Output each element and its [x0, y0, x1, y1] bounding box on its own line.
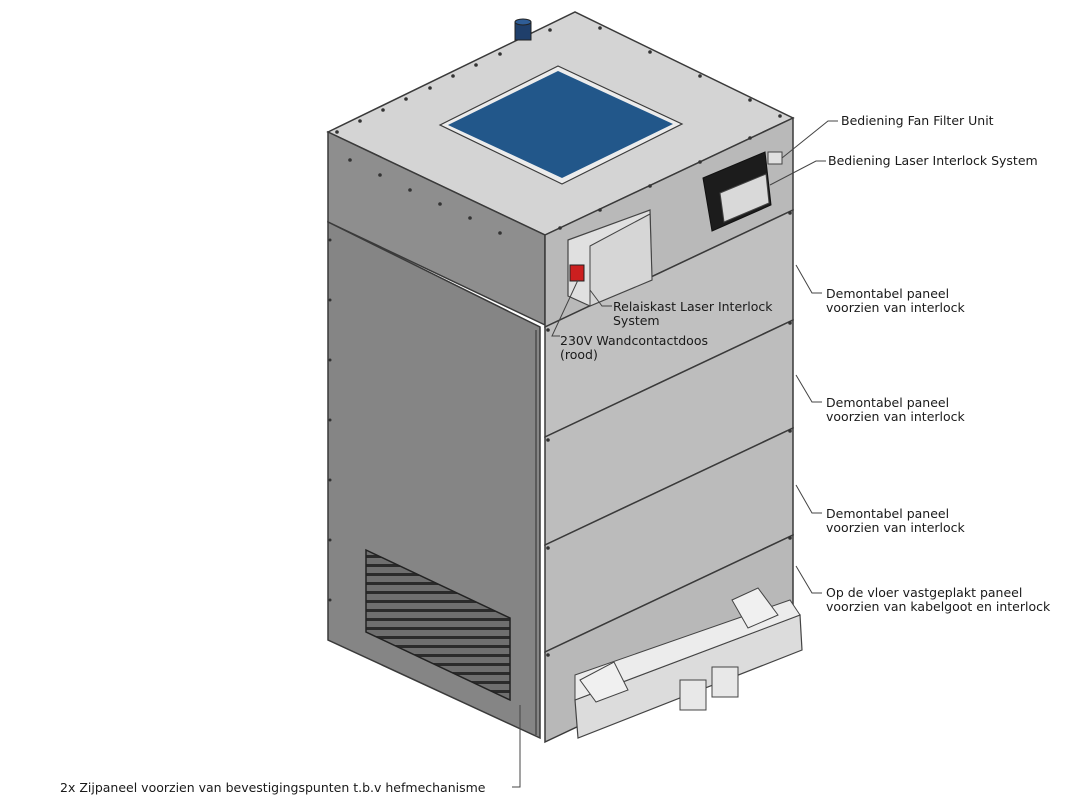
side-ventilation-grill	[365, 548, 511, 702]
label-line: voorzien van interlock	[826, 409, 965, 424]
cable-duct-cover-left	[579, 661, 629, 703]
label-line: voorzien van kabelgoot en interlock	[826, 599, 1051, 614]
fan-filter-blue	[448, 71, 673, 178]
label-line: Demontabel paneel	[826, 286, 950, 301]
label-line: Bediening Fan Filter Unit	[841, 113, 994, 128]
red-wall-socket	[569, 264, 585, 282]
label-line: Demontabel paneel	[826, 395, 950, 410]
label-floor-panel: Op de vloer vastgeplakt paneel voorzien …	[826, 586, 1050, 614]
label-line: voorzien van interlock	[826, 300, 965, 315]
fan-filter-control	[767, 151, 783, 165]
label-panel-3: Demontabel paneel voorzien van interlock	[826, 507, 965, 535]
label-side-panel: 2x Zijpaneel voorzien van bevestigingspu…	[60, 781, 486, 795]
leader-lines	[512, 120, 838, 788]
label-line: Bediening Laser Interlock System	[828, 153, 1038, 168]
label-panel-2: Demontabel paneel voorzien van interlock	[826, 396, 965, 424]
label-wall-socket: 230V Wandcontactdoos (rood)	[560, 334, 708, 362]
label-line: 2x Zijpaneel voorzien van bevestigingspu…	[60, 780, 486, 795]
label-line: Op de vloer vastgeplakt paneel	[826, 585, 1023, 600]
fasteners	[328, 26, 792, 657]
label-laser-interlock-control: Bediening Laser Interlock System	[828, 154, 1038, 168]
label-fan-filter-unit: Bediening Fan Filter Unit	[841, 114, 994, 128]
label-relay-box: Relaiskast Laser Interlock System	[613, 300, 773, 328]
label-line: voorzien van interlock	[826, 520, 965, 535]
label-line: (rood)	[560, 347, 598, 362]
label-line: 230V Wandcontactdoos	[560, 333, 708, 348]
cable-duct-cover-right	[731, 587, 779, 629]
label-panel-1: Demontabel paneel voorzien van interlock	[826, 287, 965, 315]
label-line: Demontabel paneel	[826, 506, 950, 521]
label-line: Relaiskast Laser Interlock	[613, 299, 773, 314]
label-line: System	[613, 313, 660, 328]
